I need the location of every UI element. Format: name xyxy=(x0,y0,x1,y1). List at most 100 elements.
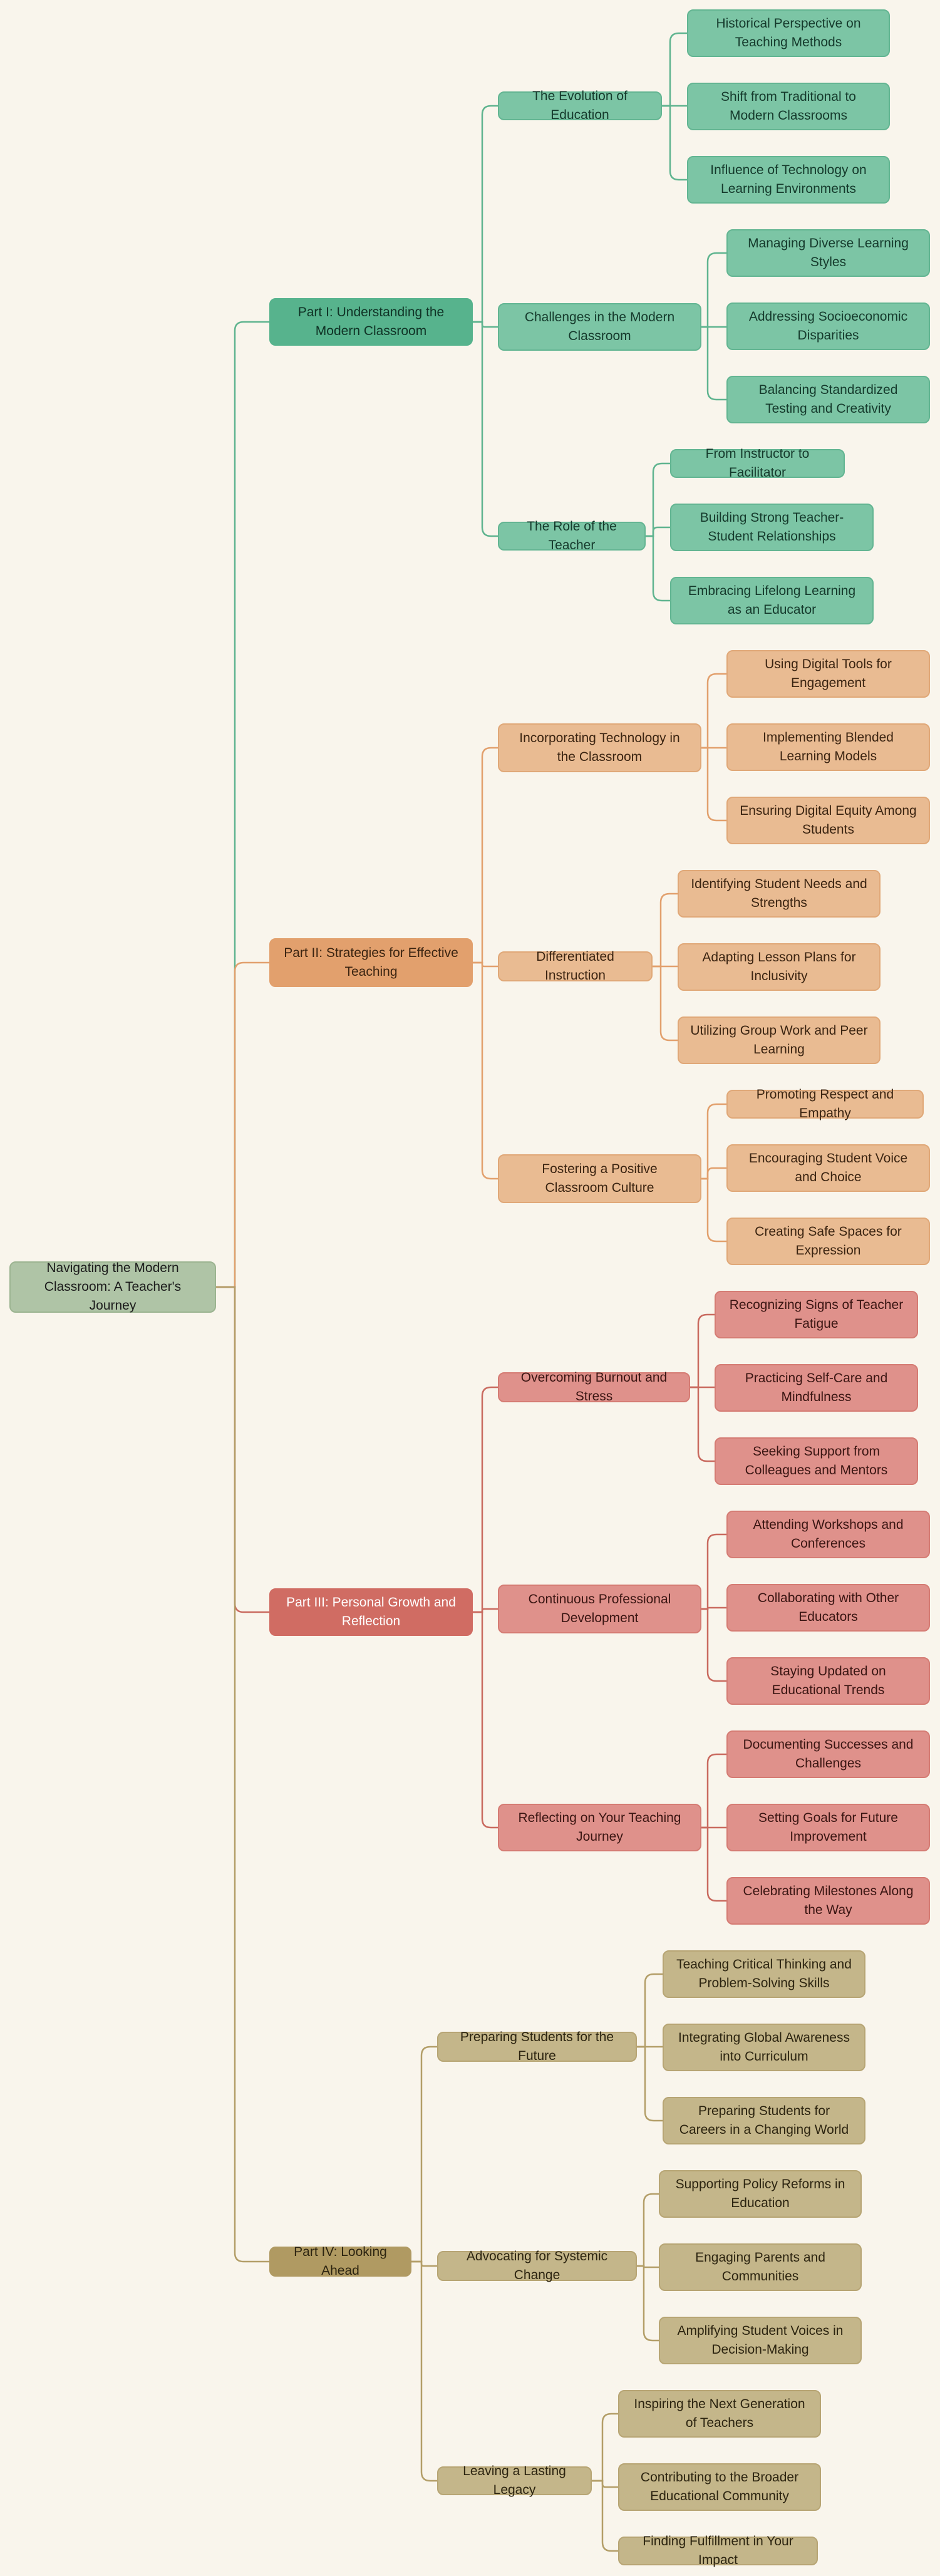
leaf-node-setting-goals-for-future-improvement-label: Setting Goals for Future Improvement xyxy=(758,1811,898,1844)
leaf-node-adapting-lesson-plans-for-inclusivity-label: Adapting Lesson Plans for Inclusivity xyxy=(702,950,856,983)
leaf-node-celebrating-milestones-along-the-way[interactable]: Celebrating Milestones Along the Way xyxy=(726,1877,930,1925)
connector-part4-topic1 xyxy=(411,2046,437,2263)
connector-topic-4-2-item1 xyxy=(637,2193,659,2267)
connector-part2-topic3 xyxy=(473,961,498,1180)
connector-topic-4-1-item3 xyxy=(637,2046,663,2122)
connector-topic-4-3-item2 xyxy=(592,2480,618,2488)
leaf-node-teaching-critical-thinking-and-problem-solving-s[interactable]: Teaching Critical Thinking and Problem-S… xyxy=(663,1950,865,1998)
leaf-node-recognizing-signs-of-teacher-fatigue[interactable]: Recognizing Signs of Teacher Fatigue xyxy=(715,1291,918,1338)
part-node-4[interactable]: Part IV: Looking Ahead xyxy=(269,2245,411,2278)
topic-node-reflecting-on-your-teaching-journey-label: Reflecting on Your Teaching Journey xyxy=(518,1811,681,1844)
connector-part3-topic2 xyxy=(473,1608,498,1613)
leaf-node-integrating-global-awareness-into-curriculum[interactable]: Integrating Global Awareness into Curric… xyxy=(663,2024,865,2071)
leaf-node-documenting-successes-and-challenges[interactable]: Documenting Successes and Challenges xyxy=(726,1730,930,1778)
topic-node-the-evolution-of-education[interactable]: The Evolution of Education xyxy=(498,89,662,122)
leaf-node-preparing-students-for-careers-in-a-changing-wor[interactable]: Preparing Students for Careers in a Chan… xyxy=(663,2097,865,2144)
connector-topic-3-3-item1 xyxy=(701,1753,726,1829)
leaf-node-addressing-socioeconomic-disparities[interactable]: Addressing Socioeconomic Disparities xyxy=(726,303,930,350)
connector-root-part-4 xyxy=(216,1286,269,2263)
topic-node-the-role-of-the-teacher-label: The Role of the Teacher xyxy=(527,519,617,552)
leaf-node-balancing-standardized-testing-and-creativity[interactable]: Balancing Standardized Testing and Creat… xyxy=(726,376,930,423)
leaf-node-addressing-socioeconomic-disparities-label: Addressing Socioeconomic Disparities xyxy=(748,309,908,343)
root-node[interactable]: Navigating the Modern Classroom: A Teach… xyxy=(9,1261,216,1313)
leaf-node-historical-perspective-on-teaching-methods[interactable]: Historical Perspective on Teaching Metho… xyxy=(687,9,890,57)
leaf-node-adapting-lesson-plans-for-inclusivity[interactable]: Adapting Lesson Plans for Inclusivity xyxy=(678,943,881,991)
leaf-node-ensuring-digital-equity-among-students[interactable]: Ensuring Digital Equity Among Students xyxy=(726,797,930,844)
leaf-node-building-strong-teacher-student-relationships[interactable]: Building Strong Teacher-Student Relation… xyxy=(670,504,874,551)
topic-node-reflecting-on-your-teaching-journey[interactable]: Reflecting on Your Teaching Journey xyxy=(498,1804,701,1851)
topic-node-fostering-a-positive-classroom-culture[interactable]: Fostering a Positive Classroom Culture xyxy=(498,1154,701,1203)
leaf-node-collaborating-with-other-educators[interactable]: Collaborating with Other Educators xyxy=(726,1584,930,1632)
connector-part2-topic2 xyxy=(473,961,498,968)
leaf-node-staying-updated-on-educational-trends-label: Staying Updated on Educational Trends xyxy=(770,1664,886,1697)
leaf-node-using-digital-tools-for-engagement[interactable]: Using Digital Tools for Engagement xyxy=(726,650,930,698)
topic-node-the-evolution-of-education-label: The Evolution of Education xyxy=(532,89,628,122)
leaf-node-shift-from-traditional-to-modern-classrooms[interactable]: Shift from Traditional to Modern Classro… xyxy=(687,83,890,130)
leaf-node-setting-goals-for-future-improvement[interactable]: Setting Goals for Future Improvement xyxy=(726,1804,930,1851)
leaf-node-practicing-self-care-and-mindfulness[interactable]: Practicing Self-Care and Mindfulness xyxy=(715,1364,918,1412)
leaf-node-shift-from-traditional-to-modern-classrooms-label: Shift from Traditional to Modern Classro… xyxy=(721,90,856,123)
connector-topic-3-3-item3 xyxy=(701,1826,726,1902)
leaf-node-recognizing-signs-of-teacher-fatigue-label: Recognizing Signs of Teacher Fatigue xyxy=(729,1298,904,1331)
leaf-node-from-instructor-to-facilitator[interactable]: From Instructor to Facilitator xyxy=(670,447,845,480)
leaf-node-integrating-global-awareness-into-curriculum-label: Integrating Global Awareness into Curric… xyxy=(678,2030,850,2064)
leaf-node-supporting-policy-reforms-in-education[interactable]: Supporting Policy Reforms in Education xyxy=(659,2170,862,2218)
leaf-node-finding-fulfillment-in-your-impact[interactable]: Finding Fulfillment in Your Impact xyxy=(618,2534,818,2567)
part-node-2[interactable]: Part II: Strategies for Effective Teachi… xyxy=(269,938,473,987)
leaf-node-documenting-successes-and-challenges-label: Documenting Successes and Challenges xyxy=(743,1737,914,1771)
connector-part1-topic2 xyxy=(473,321,498,328)
leaf-node-from-instructor-to-facilitator-label: From Instructor to Facilitator xyxy=(705,447,810,480)
connector-topic-4-3-item1 xyxy=(592,2413,618,2482)
connector-root-part-3 xyxy=(216,1286,269,1613)
leaf-node-seeking-support-from-colleagues-and-mentors[interactable]: Seeking Support from Colleagues and Ment… xyxy=(715,1437,918,1485)
topic-node-incorporating-technology-in-the-classroom[interactable]: Incorporating Technology in the Classroo… xyxy=(498,723,701,772)
connector-topic-1-2-item1 xyxy=(701,252,726,328)
leaf-node-identifying-student-needs-and-strengths[interactable]: Identifying Student Needs and Strengths xyxy=(678,870,881,918)
topic-node-differentiated-instruction-label: Differentiated Instruction xyxy=(536,949,614,983)
leaf-node-ensuring-digital-equity-among-students-label: Ensuring Digital Equity Among Students xyxy=(740,804,917,837)
leaf-node-engaging-parents-and-communities[interactable]: Engaging Parents and Communities xyxy=(659,2243,862,2291)
leaf-node-inspiring-the-next-generation-of-teachers[interactable]: Inspiring the Next Generation of Teacher… xyxy=(618,2390,821,2438)
leaf-node-influence-of-technology-on-learning-environments-label: Influence of Technology on Learning Envi… xyxy=(710,163,867,196)
connector-topic-2-2-item3 xyxy=(653,965,678,1042)
topic-node-continuous-professional-development[interactable]: Continuous Professional Development xyxy=(498,1585,701,1633)
leaf-node-managing-diverse-learning-styles[interactable]: Managing Diverse Learning Styles xyxy=(726,229,930,277)
leaf-node-influence-of-technology-on-learning-environments[interactable]: Influence of Technology on Learning Envi… xyxy=(687,156,890,204)
topic-node-continuous-professional-development-label: Continuous Professional Development xyxy=(528,1592,671,1625)
part-node-1[interactable]: Part I: Understanding the Modern Classro… xyxy=(269,298,473,346)
connector-topic-1-1-item3 xyxy=(662,105,687,181)
connector-part1-topic1 xyxy=(473,105,498,323)
connector-topic-2-3-item2 xyxy=(701,1167,726,1180)
topic-node-the-role-of-the-teacher[interactable]: The Role of the Teacher xyxy=(498,519,646,552)
leaf-node-seeking-support-from-colleagues-and-mentors-label: Seeking Support from Colleagues and Ment… xyxy=(745,1444,888,1477)
leaf-node-creating-safe-spaces-for-expression[interactable]: Creating Safe Spaces for Expression xyxy=(726,1218,930,1265)
leaf-node-embracing-lifelong-learning-as-an-educator[interactable]: Embracing Lifelong Learning as an Educat… xyxy=(670,577,874,624)
leaf-node-attending-workshops-and-conferences[interactable]: Attending Workshops and Conferences xyxy=(726,1511,930,1558)
connector-part3-topic3 xyxy=(473,1611,498,1829)
topic-node-advocating-for-systemic-change-label: Advocating for Systemic Change xyxy=(466,2249,608,2282)
leaf-node-building-strong-teacher-student-relationships-label: Building Strong Teacher-Student Relation… xyxy=(700,510,844,544)
connector-topic-2-1-item1 xyxy=(701,673,726,749)
connector-topic-2-2-item1 xyxy=(653,892,678,968)
topic-node-leaving-a-lasting-legacy[interactable]: Leaving a Lasting Legacy xyxy=(437,2464,592,2497)
part-node-4-label: Part IV: Looking Ahead xyxy=(294,2245,387,2278)
topic-node-overcoming-burnout-and-stress[interactable]: Overcoming Burnout and Stress xyxy=(498,1370,690,1404)
connector-topic-4-1-item1 xyxy=(637,1973,663,2048)
part-node-1-label: Part I: Understanding the Modern Classro… xyxy=(297,305,445,338)
leaf-node-implementing-blended-learning-models[interactable]: Implementing Blended Learning Models xyxy=(726,723,930,771)
leaf-node-staying-updated-on-educational-trends[interactable]: Staying Updated on Educational Trends xyxy=(726,1657,930,1705)
leaf-node-implementing-blended-learning-models-label: Implementing Blended Learning Models xyxy=(763,730,894,763)
leaf-node-promoting-respect-and-empathy[interactable]: Promoting Respect and Empathy xyxy=(726,1087,924,1120)
topic-node-preparing-students-for-the-future[interactable]: Preparing Students for the Future xyxy=(437,2030,637,2063)
part-node-3[interactable]: Part III: Personal Growth and Reflection xyxy=(269,1588,473,1636)
topic-node-challenges-in-the-modern-classroom[interactable]: Challenges in the Modern Classroom xyxy=(498,303,701,351)
connector-topic-3-1-item3 xyxy=(690,1386,715,1462)
leaf-node-contributing-to-the-broader-educational-communit[interactable]: Contributing to the Broader Educational … xyxy=(618,2463,821,2511)
leaf-node-utilizing-group-work-and-peer-learning[interactable]: Utilizing Group Work and Peer Learning xyxy=(678,1016,881,1064)
topic-node-advocating-for-systemic-change[interactable]: Advocating for Systemic Change xyxy=(437,2249,637,2282)
connector-topic-2-3-item3 xyxy=(701,1177,726,1243)
topic-node-differentiated-instruction[interactable]: Differentiated Instruction xyxy=(498,949,653,983)
leaf-node-encouraging-student-voice-and-choice[interactable]: Encouraging Student Voice and Choice xyxy=(726,1144,930,1192)
connector-part4-topic3 xyxy=(411,2260,437,2482)
leaf-node-amplifying-student-voices-in-decision-making[interactable]: Amplifying Student Voices in Decision-Ma… xyxy=(659,2317,862,2364)
